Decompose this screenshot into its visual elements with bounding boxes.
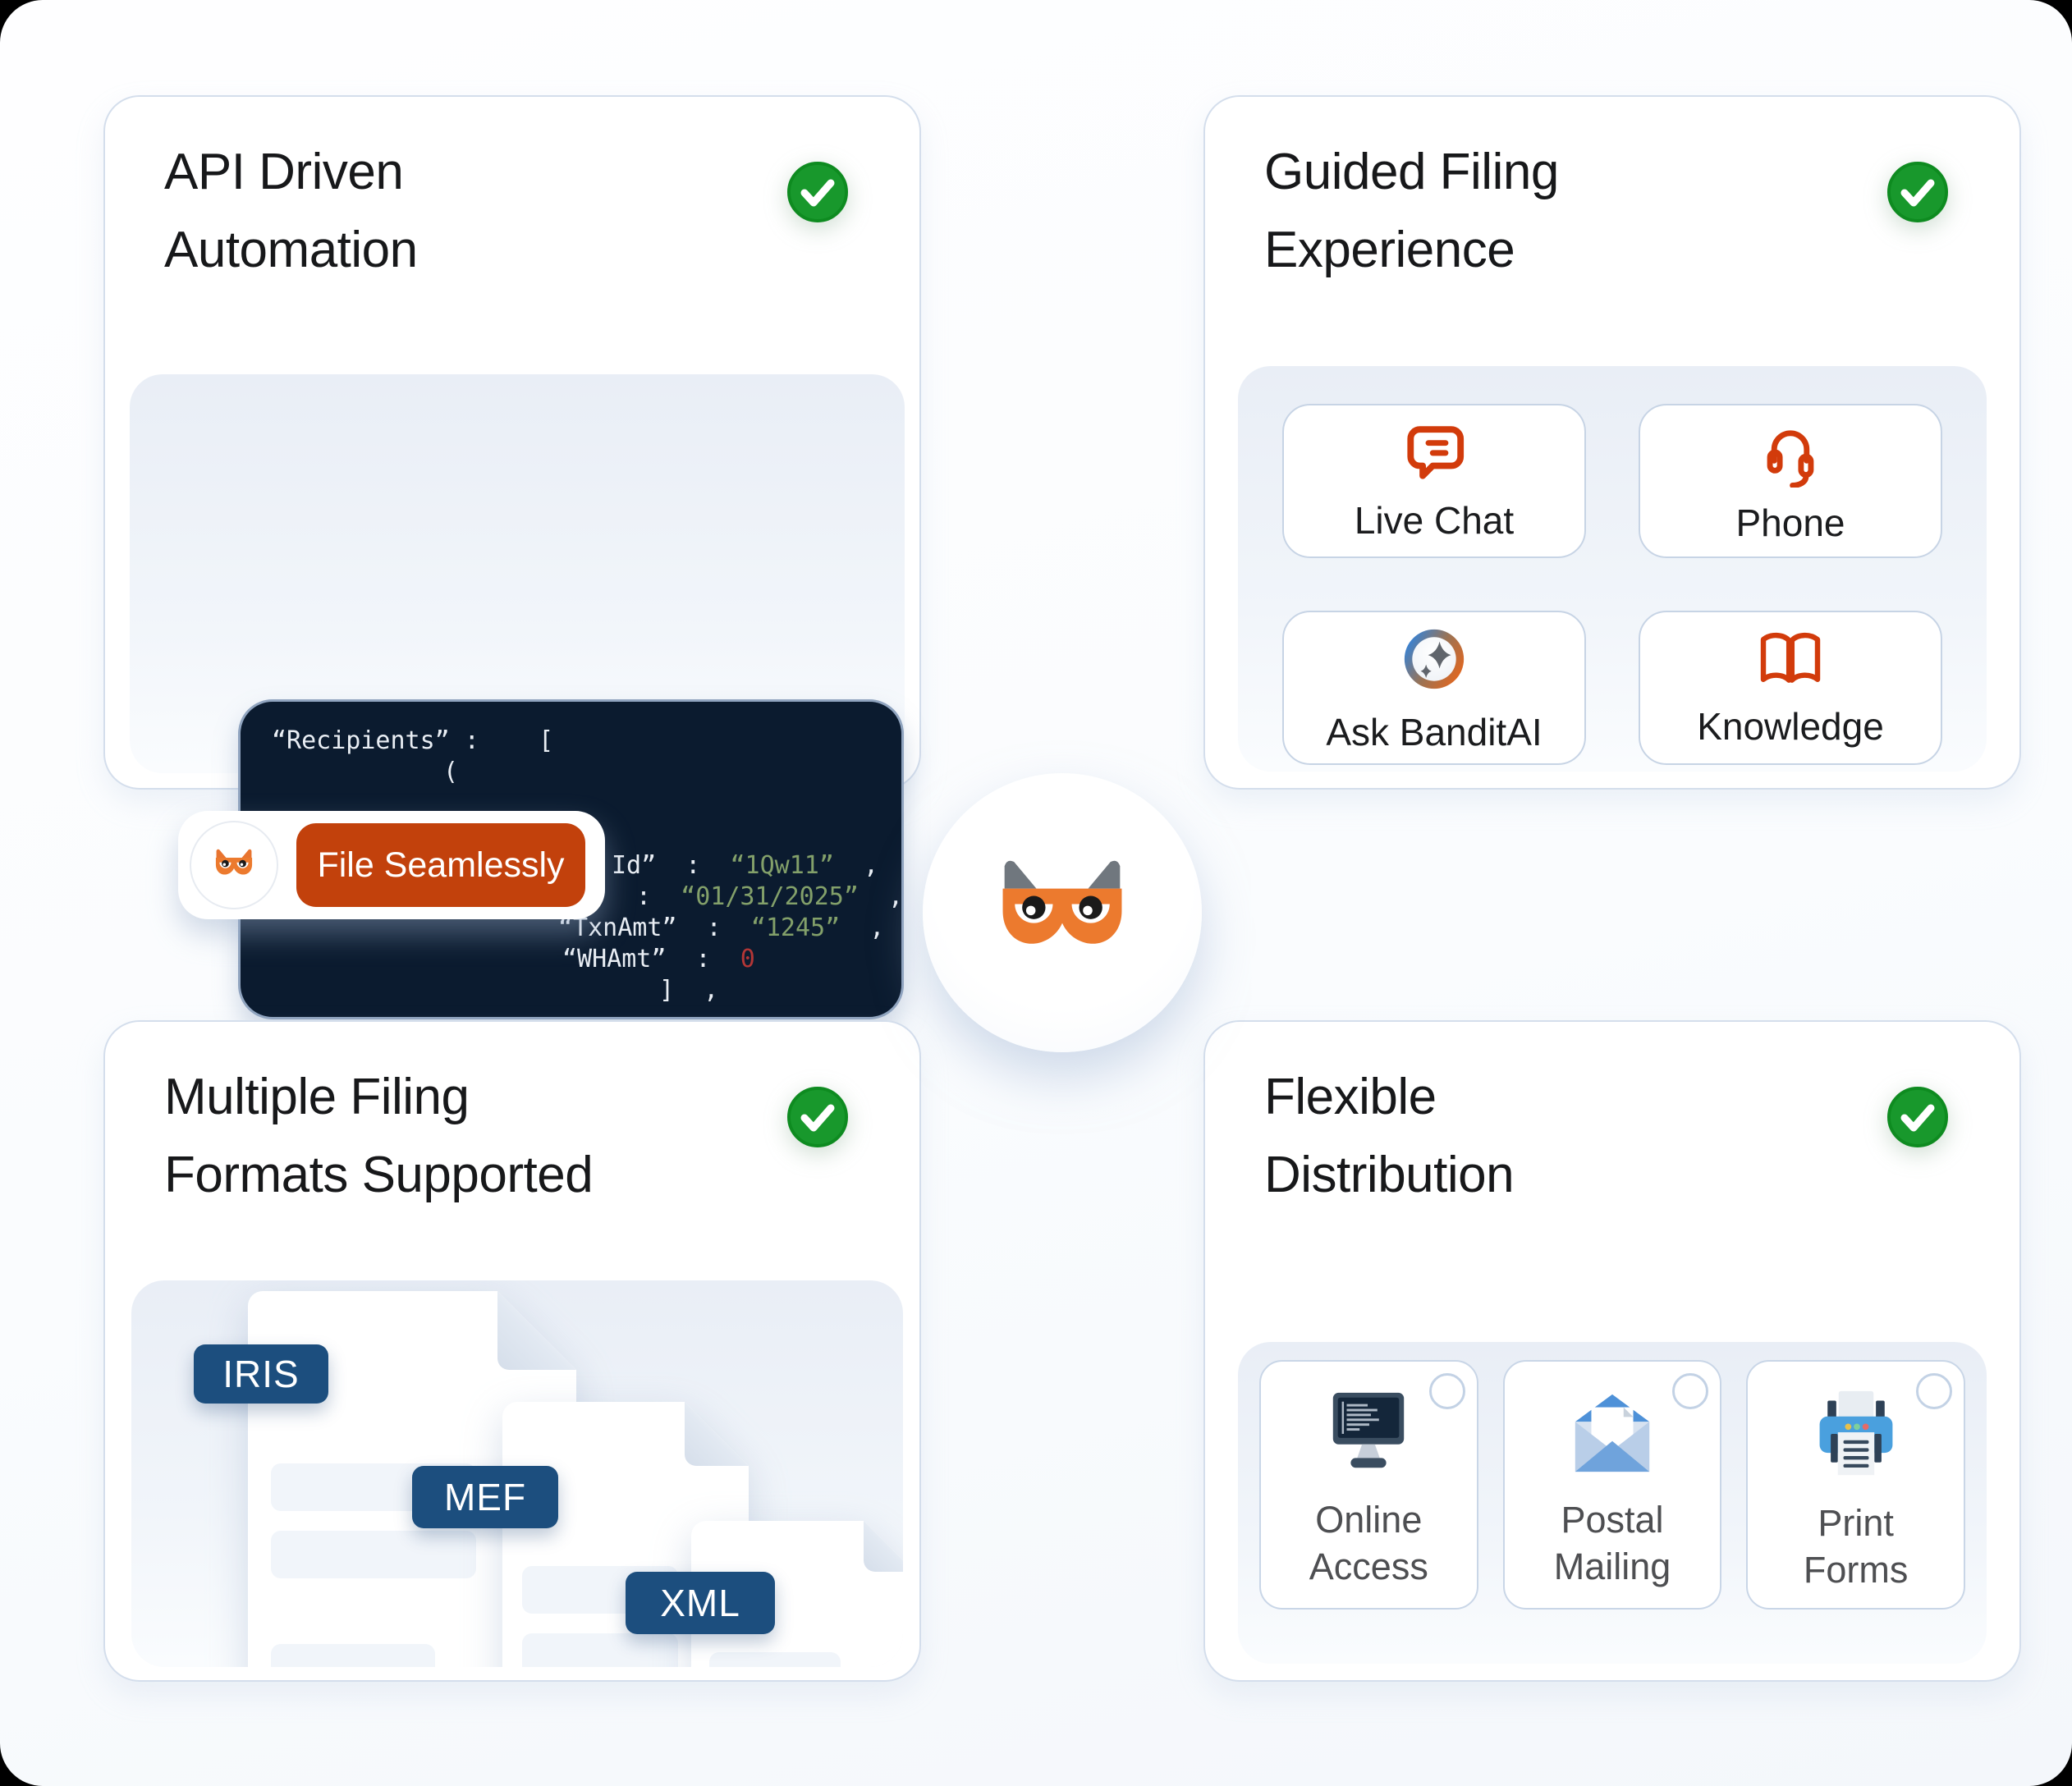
formats-panel: IRIS MEF XML [131, 1280, 903, 1667]
option-label: Print Forms [1803, 1502, 1909, 1591]
file-seamlessly-pill: File Seamlessly [178, 811, 605, 919]
chat-bubble-icon [1407, 426, 1465, 479]
code-line: “Recipients” : [ [272, 726, 554, 755]
card-title-line2: Experience [1264, 222, 1515, 278]
bandit-avatar [190, 821, 278, 909]
card-title-line1: Flexible [1264, 1069, 1437, 1125]
code-line: “WHAmt” : 0 [562, 945, 755, 973]
monitor-icon [1333, 1392, 1405, 1468]
card-flexible-distribution: Flexible Distribution [1203, 1020, 2021, 1682]
card-api-driven-automation: API Driven Automation “Recipients” : [ (… [103, 95, 921, 1019]
card-title-line2: Distribution [1264, 1147, 1515, 1203]
card-title-line2: Automation [164, 222, 418, 278]
code-line: : “01/31/2025” , [636, 882, 904, 911]
code-panel: “Recipients” : [ ( Id” : “1Qw11” , : “01… [130, 374, 905, 1019]
mail-envelope-icon [1575, 1394, 1650, 1472]
option-label: Online Access [1309, 1499, 1428, 1587]
file-seamlessly-button[interactable]: File Seamlessly [296, 823, 585, 907]
radio-circle[interactable] [1428, 1373, 1465, 1409]
card-title-line1: Multiple Filing [164, 1069, 470, 1125]
printer-icon [1819, 1390, 1893, 1476]
bandit-mascot-icon [1002, 860, 1122, 944]
headset-icon [1767, 430, 1814, 488]
option-label: Postal Mailing [1553, 1499, 1671, 1587]
check-icon [787, 162, 848, 222]
format-badge-mef: MEF [412, 1466, 558, 1528]
support-options-panel: Live Chat Phone [1238, 366, 1987, 772]
card-title: Multiple Filing Formats Supported [164, 1058, 594, 1214]
check-icon [787, 1087, 848, 1147]
code-line: ( [443, 758, 459, 786]
option-label: Live Chat [1354, 499, 1515, 542]
ai-sparkle-icon [1404, 629, 1465, 689]
check-icon [1887, 1087, 1948, 1147]
card-title-line1: API Driven [164, 144, 404, 200]
radio-circle[interactable] [1915, 1373, 1952, 1409]
radio-circle[interactable] [1672, 1373, 1709, 1409]
option-print-forms[interactable]: Print Forms [1746, 1360, 1965, 1610]
distribution-panel: Online Access Postal Mailing [1238, 1342, 1987, 1664]
check-icon [1887, 162, 1948, 222]
card-title: Flexible Distribution [1264, 1058, 1515, 1214]
format-badge-xml: XML [626, 1572, 775, 1634]
card-guided-filing-experience: Guided Filing Experience Live Chat [1203, 95, 2021, 790]
open-book-icon [1760, 632, 1821, 683]
option-online-access[interactable]: Online Access [1259, 1360, 1478, 1610]
card-title: Guided Filing Experience [1264, 133, 1559, 289]
option-postal-mailing[interactable]: Postal Mailing [1502, 1360, 1722, 1610]
card-title: API Driven Automation [164, 133, 418, 289]
option-label: Knowledge [1697, 705, 1884, 748]
option-label: Phone [1735, 501, 1845, 544]
code-line: ] , [659, 976, 719, 1005]
option-label: Ask BanditAI [1326, 711, 1543, 753]
option-ask-banditai[interactable]: Ask BanditAI [1282, 611, 1586, 765]
option-phone[interactable]: Phone [1639, 404, 1942, 558]
option-live-chat[interactable]: Live Chat [1282, 404, 1586, 558]
card-title-line2: Formats Supported [164, 1147, 594, 1203]
card-multiple-filing-formats: Multiple Filing Formats Supported [103, 1020, 921, 1682]
brand-logo [923, 773, 1202, 1052]
format-badge-iris: IRIS [194, 1344, 328, 1404]
card-title-line1: Guided Filing [1264, 144, 1559, 200]
code-line: Id” : “1Qw11” , [612, 851, 879, 880]
option-knowledge[interactable]: Knowledge [1639, 611, 1942, 765]
code-block: “Recipients” : [ ( Id” : “1Qw11” , : “01… [238, 699, 904, 1019]
bandit-mascot-icon [215, 849, 253, 875]
code-line: “TxnAmt” : “1245” , [558, 914, 885, 942]
